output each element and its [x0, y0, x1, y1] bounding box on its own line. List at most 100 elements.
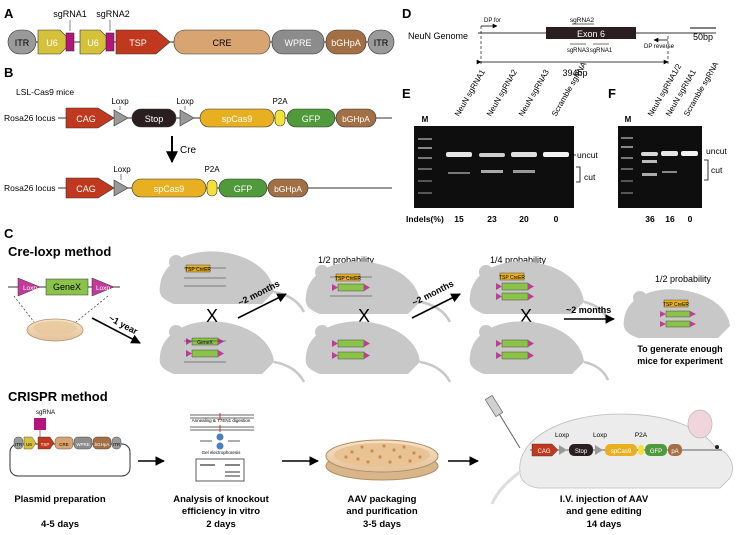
panel-c-letter: C	[4, 226, 14, 241]
panel-e-letter: E	[402, 86, 411, 101]
b-top-cag: CAG	[76, 114, 96, 124]
c-cre-title: Cre-loxp method	[8, 244, 111, 259]
a-itr-left-label: ITR	[15, 38, 30, 48]
c-pl-bghpa: bGHpA	[95, 442, 110, 447]
e-band-uncut-1	[446, 152, 472, 157]
c-prob-half: 1/2 probability	[318, 255, 375, 265]
c-pl-u6: U6	[26, 442, 32, 447]
c-analysis-graphic: Annealing & T7EN1 digestion Gel electrop…	[190, 413, 254, 482]
c-m5-tsp: TSP CreER	[499, 275, 525, 281]
a-sgrna2-block	[105, 32, 115, 52]
e-uncut-label: uncut	[577, 150, 598, 160]
a-sgrna1-block	[65, 32, 75, 52]
b-bot-gfp: GFP	[234, 184, 253, 194]
d-sgrna2: sgRNA2	[570, 17, 595, 24]
d-primer-rev: DP reverse	[644, 44, 675, 50]
d-amplicon: 394bp	[562, 68, 587, 78]
e-indels-label: Indels(%)	[406, 214, 444, 224]
b-top-bghpa: bGHpA	[342, 114, 370, 124]
e-band-uncut-4	[543, 152, 569, 157]
b-locus-label-bottom: Rosa26 locus	[4, 183, 56, 193]
f-gel-background	[618, 126, 702, 208]
b-top-loxp2: Loxp	[176, 97, 194, 106]
c-mouse-final: TSP CreER	[623, 289, 730, 338]
c-annealing-label: Annealing & T7EN1 digestion	[192, 418, 251, 423]
c-year-label: ~1 year	[107, 313, 140, 337]
c-big-mouse: CAG Loxp Stop Loxp spCas9 P2A GFP pA	[484, 394, 733, 505]
c-mouse-1: TSP CreER	[159, 251, 306, 313]
e-band-uncut-2	[479, 153, 505, 157]
c-final-caption-2: mice for experiment	[637, 356, 723, 366]
e-band-cut-1	[448, 172, 470, 174]
panel-b-top-construct: Rosa26 locus CAG Loxp Stop Loxp spCas9 P…	[4, 97, 392, 129]
c-pl-itr-2: ITR	[113, 442, 121, 447]
e-band-cut-3	[513, 170, 535, 173]
c-step-2-label2: efficiency in vitro	[182, 506, 260, 517]
a-u6-1-label: U6	[46, 38, 58, 48]
f-band-uncut-1	[641, 152, 658, 156]
c-plasmid-sgrna: sgRNA	[36, 410, 55, 416]
c-step-1-time: 4-5 days	[41, 519, 79, 530]
panel-b-bottom-construct: Rosa26 locus CAG Loxp spCas9 P2A GFP bGH…	[4, 165, 392, 199]
c-step-2-label: Analysis of knockout	[173, 494, 269, 505]
c-bm-gfp: GFP	[650, 449, 662, 455]
c-step-3-label2: and purification	[346, 506, 417, 517]
f-indel-3: 0	[688, 214, 693, 224]
b-cre-label: Cre	[180, 145, 197, 156]
e-lane-3: NeuN sgRNA3	[517, 68, 551, 118]
c-step-2-time: 2 days	[206, 519, 236, 530]
f-cut-label: cut	[711, 165, 723, 175]
c-prob-quarter: 1/4 probability	[490, 255, 547, 265]
d-genome-label: NeuN Genome	[408, 31, 468, 41]
c-bm-loxp1: Loxp	[555, 432, 569, 439]
e-lane-1: NeuN sgRNA1	[453, 68, 487, 118]
c-bm-cag: CAG	[537, 449, 550, 455]
f-band-uncut-2	[661, 151, 678, 156]
b-bot-cag: CAG	[76, 184, 96, 194]
c-pl-wpre: WPRE	[76, 442, 90, 447]
panel-e-gel: M NeuN sgRNA1 NeuN sgRNA2 NeuN sgRNA3 Sc…	[406, 60, 598, 224]
a-bghpa-label: bGHpA	[331, 38, 361, 48]
b-top-spcas9: spCas9	[222, 114, 253, 124]
c-m2-genex: GeneX	[197, 340, 213, 346]
b-top-p2a: P2A	[272, 97, 288, 106]
c-step-4-time: 14 days	[587, 519, 622, 530]
c-loxp-left: Loxp	[23, 285, 37, 292]
c-loxp-right: Loxp	[96, 285, 110, 292]
e-indel-3: 20	[519, 214, 529, 224]
e-indel-2: 23	[487, 214, 497, 224]
d-sgrna1: sgRNA1	[590, 48, 613, 54]
c-step-3-time: 3-5 days	[363, 519, 401, 530]
c-mouse-4	[305, 321, 452, 383]
c-pl-tsp: TSP	[41, 442, 50, 447]
e-gel-background	[414, 126, 574, 208]
b-mouse-label: LSL-Cas9 mice	[16, 87, 74, 97]
panel-d-letter: D	[402, 6, 411, 21]
f-indel-2: 16	[665, 214, 675, 224]
c-mf-tsp: TSP CreER	[663, 302, 689, 308]
c-cross-3: X	[520, 306, 532, 326]
f-band-cut-1a	[642, 160, 657, 163]
c-syringe	[484, 394, 521, 449]
a-sgrna1-label: sgRNA1	[53, 9, 87, 19]
c-genex: GeneX	[53, 282, 81, 292]
c-year-arrow: ~1 year	[91, 313, 141, 344]
c-gel-label: Gel electrophoresis	[202, 450, 242, 455]
c-months-label-3: ~2 months	[566, 305, 611, 315]
c-plasmid: sgRNA ITR U6 TSP CRE WPRE bGHpA ITR	[9, 410, 131, 477]
c-step-4-label2: and gene editing	[566, 506, 642, 517]
panel-a-construct: ITR U6 U6 TSP CRE WPRE bGHpA ITR sgRNA1 …	[7, 9, 395, 55]
c-arrow-2months-3: ~2 months	[564, 305, 615, 324]
c-step-3-label: AAV packaging	[348, 494, 417, 505]
c-pl-cre: CRE	[59, 442, 69, 447]
c-mouse-2: GeneX	[159, 321, 306, 383]
c-prob-final: 1/2 probability	[655, 274, 712, 284]
b-bot-p2a: P2A	[204, 165, 220, 174]
c-m3-tsp: TSP CreER	[335, 276, 361, 282]
a-u6-2-label: U6	[87, 38, 99, 48]
panel-b-letter: B	[4, 65, 13, 80]
a-itr-right-label: ITR	[374, 38, 389, 48]
b-bot-bghpa: bGHpA	[274, 184, 302, 194]
b-top-loxp1: Loxp	[111, 97, 129, 106]
